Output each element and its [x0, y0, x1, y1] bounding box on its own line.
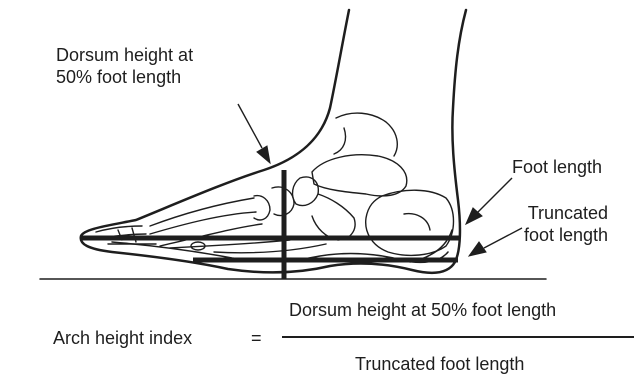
truncated-arrowhead — [469, 242, 486, 256]
formula-numerator: Dorsum height at 50% foot length — [289, 299, 556, 321]
truncated-foot-length-label: Truncated foot length — [524, 202, 608, 246]
foot-length-leader-line — [478, 178, 512, 212]
fraction-bar — [282, 336, 634, 338]
truncated-label-line-1: Truncated — [524, 202, 608, 224]
dorsum-leader-line — [238, 104, 262, 148]
dorsum-label-line-2: 50% foot length — [56, 66, 193, 88]
truncated-leader-line — [484, 228, 522, 248]
formula-lhs: Arch height index — [53, 327, 192, 349]
truncated-label-line-2: foot length — [524, 224, 608, 246]
dorsum-arrowhead — [257, 146, 270, 163]
formula-equals-sign: = — [251, 327, 262, 349]
foot-bones — [96, 113, 454, 255]
foot-length-label: Foot length — [512, 156, 602, 178]
dorsum-label-line-1: Dorsum height at — [56, 44, 193, 66]
leader-arrows — [238, 104, 522, 256]
formula-denominator: Truncated foot length — [355, 353, 524, 375]
dorsum-height-label: Dorsum height at 50% foot length — [56, 44, 193, 88]
